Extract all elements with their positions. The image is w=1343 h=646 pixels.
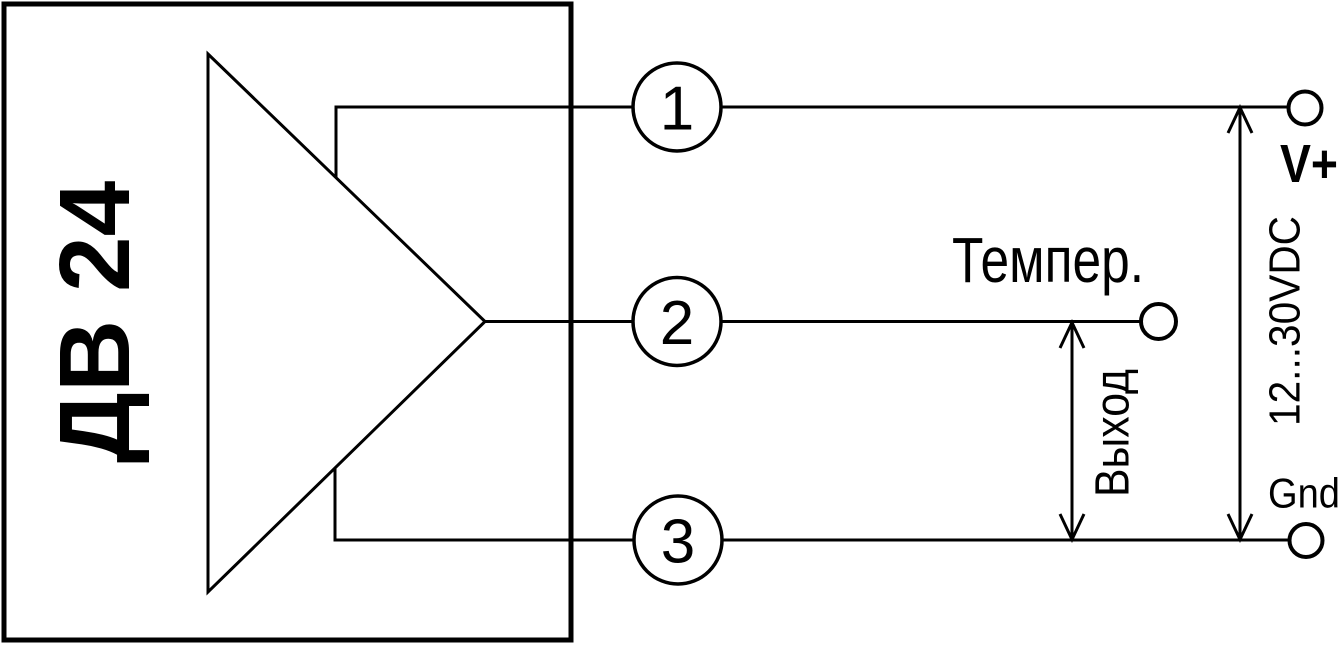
arrow-down-icon — [1226, 513, 1254, 544]
output-signal-label: Темпер. — [952, 224, 1144, 296]
terminal-vplus-circle — [1286, 89, 1324, 127]
terminal-output-circle — [1139, 302, 1178, 341]
arrow-up-icon — [1058, 318, 1086, 349]
pin-3-circle — [632, 494, 724, 586]
device-box — [1, 1, 574, 643]
pin-2-circle — [631, 275, 723, 368]
pin-1-circle — [631, 61, 723, 153]
device-label: ДВ 24 — [39, 180, 151, 463]
vplus-label: V+ — [1280, 134, 1338, 194]
supply-range-label: 12...30VDC — [1261, 216, 1310, 426]
arrow-up-icon — [1226, 103, 1254, 134]
pin-1-number: 1 — [660, 75, 694, 144]
pin-2-number: 2 — [660, 289, 694, 358]
arrow-down-icon — [1058, 513, 1086, 544]
terminal-gnd-circle — [1287, 522, 1325, 559]
gnd-label: Gnd — [1268, 470, 1340, 517]
amplifier-triangle-icon — [206, 50, 488, 596]
pin-3-number: 3 — [661, 508, 695, 577]
output-span-label: Выход — [1087, 369, 1140, 497]
